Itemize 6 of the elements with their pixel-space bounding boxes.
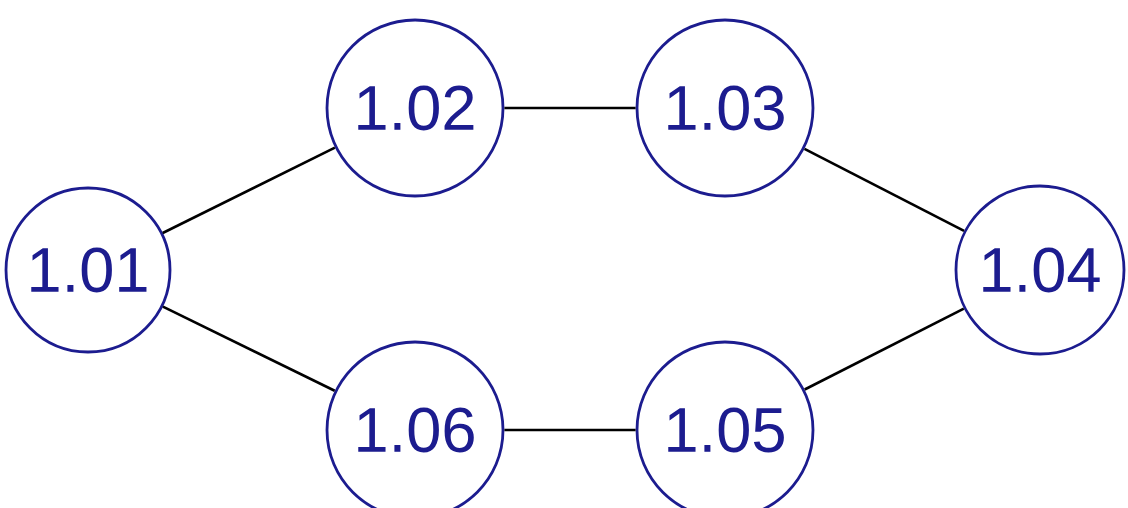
connector-line bbox=[504, 428, 636, 432]
connector-line bbox=[804, 307, 965, 391]
connector-line bbox=[162, 305, 336, 392]
connector-line bbox=[504, 106, 636, 110]
connector-line bbox=[162, 146, 336, 235]
connector-line bbox=[803, 147, 965, 233]
